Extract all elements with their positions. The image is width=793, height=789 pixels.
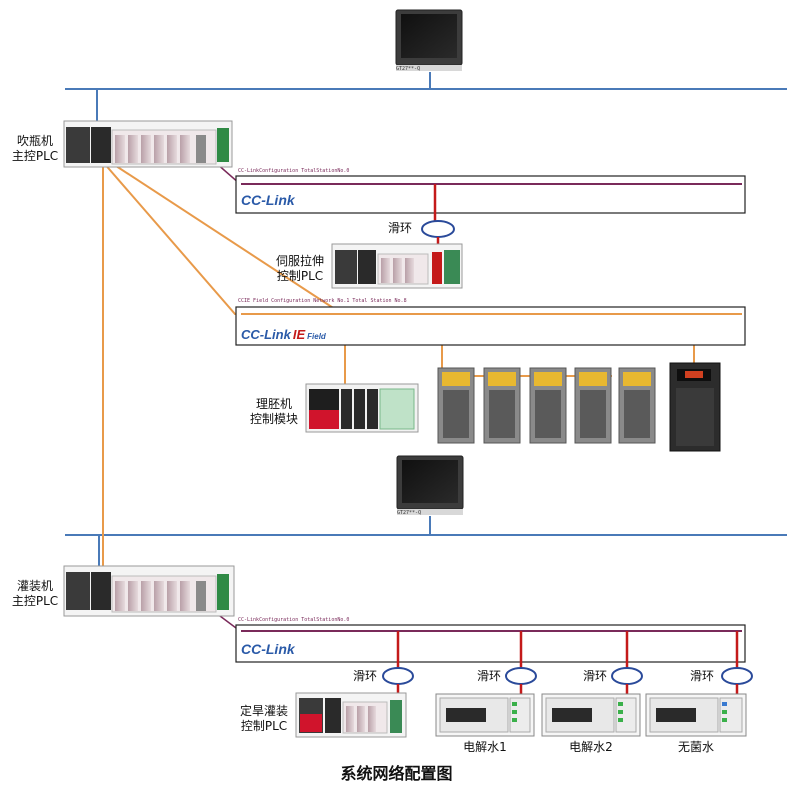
cap-plc-label-1: 定旱灌装 — [239, 704, 288, 718]
io-blocks — [437, 367, 656, 444]
io-block-2 — [483, 367, 521, 444]
ethernet-top — [65, 72, 787, 128]
water-unit-2-label: 电解水2 — [569, 740, 613, 754]
servo-plc — [331, 243, 463, 289]
cclink-bottom-caption: CC-LinkConfiguration TotalStationNo.0 — [238, 617, 350, 623]
ccief-caption: CCIE Field Configuration Network No.1 To… — [238, 298, 407, 304]
ccief-box — [235, 306, 746, 346]
water-unit-1 — [435, 693, 535, 737]
water-unit-3 — [645, 693, 747, 737]
servo-plc-label-1: 伺服拉伸 — [275, 254, 324, 268]
preform-module — [305, 383, 419, 433]
inverter — [669, 362, 721, 452]
slip-ring-b1-label: 滑环 — [353, 669, 378, 683]
filling-plc — [63, 565, 235, 617]
water-unit-2 — [541, 693, 641, 737]
cclink-bottom-logo: CC-Link — [241, 641, 295, 657]
water-unit-1-label: 电解水1 — [463, 740, 507, 754]
ccief-logo-a: CC-Link — [241, 327, 291, 342]
cclink-box-top — [235, 175, 746, 222]
ccief-logo-c: Field — [307, 332, 326, 341]
slip-ring-b3-label: 滑环 — [583, 669, 608, 683]
cclink-top-logo: CC-Link — [241, 192, 295, 208]
filling-plc-label-2: 主控PLC — [11, 594, 59, 608]
cap-filling-plc — [295, 692, 407, 738]
io-block-1 — [437, 367, 475, 444]
cap-plc-label: 定旱灌装 控制PLC — [234, 704, 294, 734]
hmi-mid — [396, 455, 464, 515]
cap-plc-label-2: 控制PLC — [240, 719, 288, 733]
io-block-5 — [618, 367, 656, 444]
water-unit-3-label: 无菌水 — [677, 740, 714, 754]
slip-ring-b2-label: 滑环 — [477, 669, 502, 683]
filling-plc-label: 灌装机 主控PLC — [6, 579, 64, 609]
hmi-top — [395, 9, 463, 71]
blow-plc-label: 吹瓶机 主控PLC — [6, 134, 64, 164]
cclink-top-caption: CC-LinkConfiguration TotalStationNo.0 — [238, 168, 350, 174]
hmi-top-model: GT27**-Q — [396, 66, 421, 72]
preform-module-label-1: 理胚机 — [255, 397, 292, 411]
preform-module-label: 理胚机 控制模块 — [244, 397, 304, 427]
io-block-4 — [574, 367, 612, 444]
io-block-3 — [529, 367, 567, 444]
servo-plc-label: 伺服拉伸 控制PLC — [270, 254, 330, 284]
servo-plc-label-2: 控制PLC — [276, 269, 324, 283]
figure-caption: 系统网络配置图 — [340, 764, 453, 783]
slip-ring-b4-label: 滑环 — [690, 669, 715, 683]
blow-bottle-plc — [63, 120, 233, 168]
cclink-box-bottom — [235, 624, 746, 668]
slip-ring-top-label: 滑环 — [388, 221, 413, 235]
hmi-mid-model: GT27**-Q — [397, 510, 422, 516]
blow-plc-label-1: 吹瓶机 — [16, 134, 53, 148]
blow-plc-label-2: 主控PLC — [11, 149, 59, 163]
ccief-logo-b: IE — [292, 327, 306, 342]
filling-plc-label-1: 灌装机 — [16, 579, 53, 593]
preform-module-label-2: 控制模块 — [249, 412, 298, 426]
